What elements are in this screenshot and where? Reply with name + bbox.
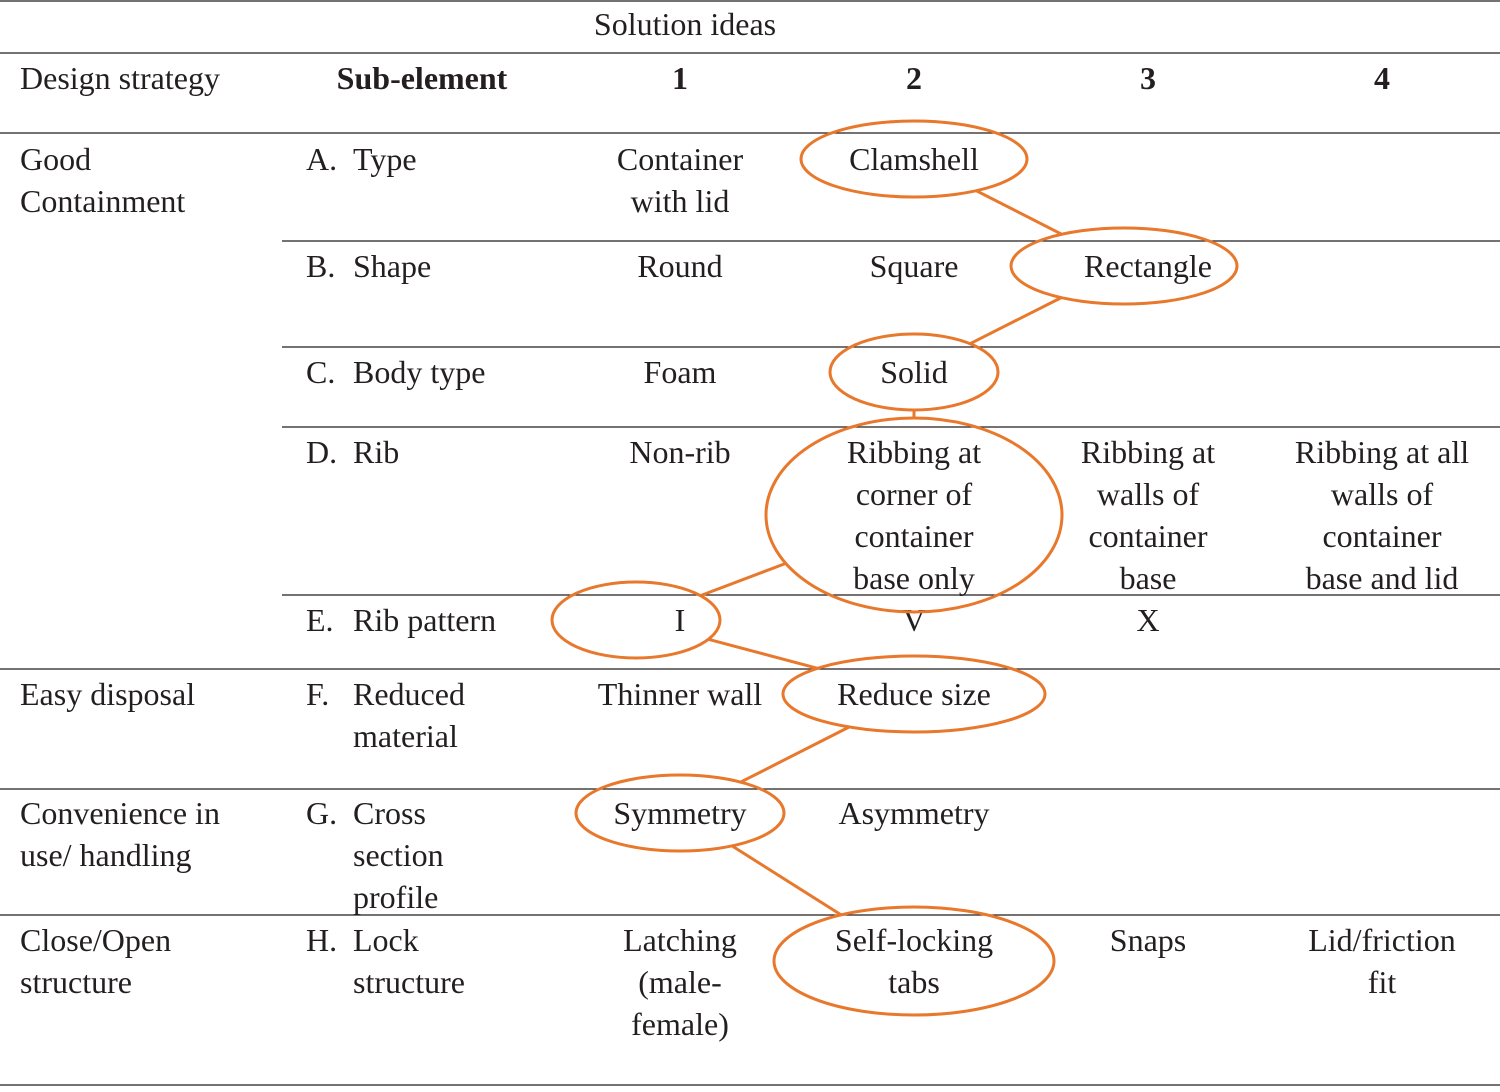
sub-element-cell: Rib [353, 434, 399, 470]
design-strategy-cell: Close/Open [20, 922, 171, 958]
option-2-cell: Clamshell [849, 141, 979, 177]
option-2-cell: corner of [856, 476, 973, 512]
selection-ring [764, 416, 1064, 614]
option-3-cell: base [1120, 560, 1177, 596]
selection-ring [781, 654, 1047, 734]
option-1-cell: Round [637, 248, 722, 284]
header-sub-element: Sub-element [337, 60, 508, 96]
sub-element-letter: E. [306, 602, 334, 638]
option-3-cell: X [1136, 602, 1159, 638]
group-header-solution-ideas: Solution ideas [594, 6, 776, 42]
option-2-cell: V [902, 602, 925, 638]
sub-element-cell: Type [353, 141, 417, 177]
option-3-cell: container [1088, 518, 1207, 554]
option-2-cell: Ribbing at [847, 434, 981, 470]
selection-connector [740, 725, 850, 784]
selection-connector [731, 844, 842, 917]
option-2-cell: Self-locking [835, 922, 993, 958]
option-4-cell: fit [1368, 964, 1397, 1000]
option-4-cell: Ribbing at all [1295, 434, 1469, 470]
selection-ring [574, 773, 786, 853]
header-design-strategy: Design strategy [20, 60, 220, 96]
table-header: Solution ideas Design strategy Sub-eleme… [20, 6, 1390, 96]
sub-element-letter: B. [306, 248, 335, 284]
selection-connector [708, 637, 818, 670]
option-1-cell: (male- [638, 964, 722, 1000]
option-2-cell: base only [853, 560, 975, 596]
option-1-cell: Symmetry [613, 795, 746, 831]
selection-connector [975, 189, 1063, 236]
sub-element-cell: profile [353, 879, 438, 915]
sub-element-letter: A. [306, 141, 337, 177]
selection-ring [799, 119, 1029, 199]
design-strategy-cell: use/ handling [20, 837, 192, 873]
design-strategy-cell: Good [20, 141, 91, 177]
selection-connector [969, 296, 1062, 346]
header-option-3: 3 [1140, 60, 1156, 96]
design-strategy-cell: Easy disposal [20, 676, 195, 712]
option-4-cell: Lid/friction [1308, 922, 1456, 958]
option-1-cell: I [675, 602, 686, 638]
table-row: D. Rib Non-rib Ribbing at corner of container… [306, 434, 1469, 596]
option-3-cell: Ribbing at [1081, 434, 1215, 470]
sub-element-letter: H. [306, 922, 337, 958]
sub-element-cell: Lock [353, 922, 419, 958]
option-4-cell: base and lid [1306, 560, 1459, 596]
option-1-cell: Non-rib [629, 434, 730, 470]
header-option-1: 1 [672, 60, 688, 96]
sub-element-letter: D. [306, 434, 337, 470]
sub-element-cell: Body type [353, 354, 485, 390]
option-2-cell: Solid [880, 354, 948, 390]
table-row: Close/Open structure H. Lock structure Latchi… [20, 922, 1456, 1042]
sub-element-cell: Shape [353, 248, 431, 284]
option-1-cell: with lid [631, 183, 730, 219]
table-row: C. Body type Foam Solid [306, 354, 948, 390]
design-strategy-cell: structure [20, 964, 132, 1000]
sub-element-cell: structure [353, 964, 465, 1000]
option-1-cell: Foam [644, 354, 717, 390]
option-4-cell: walls of [1331, 476, 1434, 512]
option-2-cell: Asymmetry [838, 795, 989, 831]
selection-connector [699, 561, 787, 598]
design-strategy-cell: Containment [20, 183, 185, 219]
selection-ring [772, 905, 1056, 1017]
option-1-cell: Container [617, 141, 744, 177]
option-1-cell: Latching [623, 922, 737, 958]
header-option-4: 4 [1374, 60, 1390, 96]
selection-ring [828, 332, 1000, 412]
option-3-cell: Rectangle [1084, 248, 1212, 284]
option-4-cell: container [1322, 518, 1441, 554]
option-3-cell: Snaps [1110, 922, 1186, 958]
sub-element-cell: section [353, 837, 444, 873]
sub-element-cell: Reduced [353, 676, 465, 712]
table-row: B. Shape Round Square Rectangle [306, 248, 1212, 284]
header-option-2: 2 [906, 60, 922, 96]
option-2-cell: Square [870, 248, 959, 284]
option-1-cell: Thinner wall [598, 676, 763, 712]
table-row: Easy disposal F. Reduced material Thinner wa… [20, 676, 991, 754]
option-3-cell: walls of [1097, 476, 1200, 512]
selection-ring [550, 580, 722, 660]
selection-ring [1009, 226, 1239, 306]
sub-element-letter: C. [306, 354, 335, 390]
sub-element-letter: G. [306, 795, 337, 831]
sub-element-letter: F. [306, 676, 329, 712]
option-1-cell: female) [631, 1006, 729, 1042]
option-2-cell: container [854, 518, 973, 554]
design-strategy-cell: Convenience in [20, 795, 220, 831]
table-row: Convenience in use/ handling G. Cross sectio… [20, 795, 990, 915]
option-2-cell: Reduce size [837, 676, 991, 712]
selection-rings [550, 119, 1239, 1017]
table-row: E. Rib pattern I V X [306, 602, 1160, 638]
sub-element-cell: Cross [353, 795, 426, 831]
option-2-cell: tabs [888, 964, 940, 1000]
sub-element-cell: material [353, 718, 458, 754]
sub-element-cell: Rib pattern [353, 602, 496, 638]
